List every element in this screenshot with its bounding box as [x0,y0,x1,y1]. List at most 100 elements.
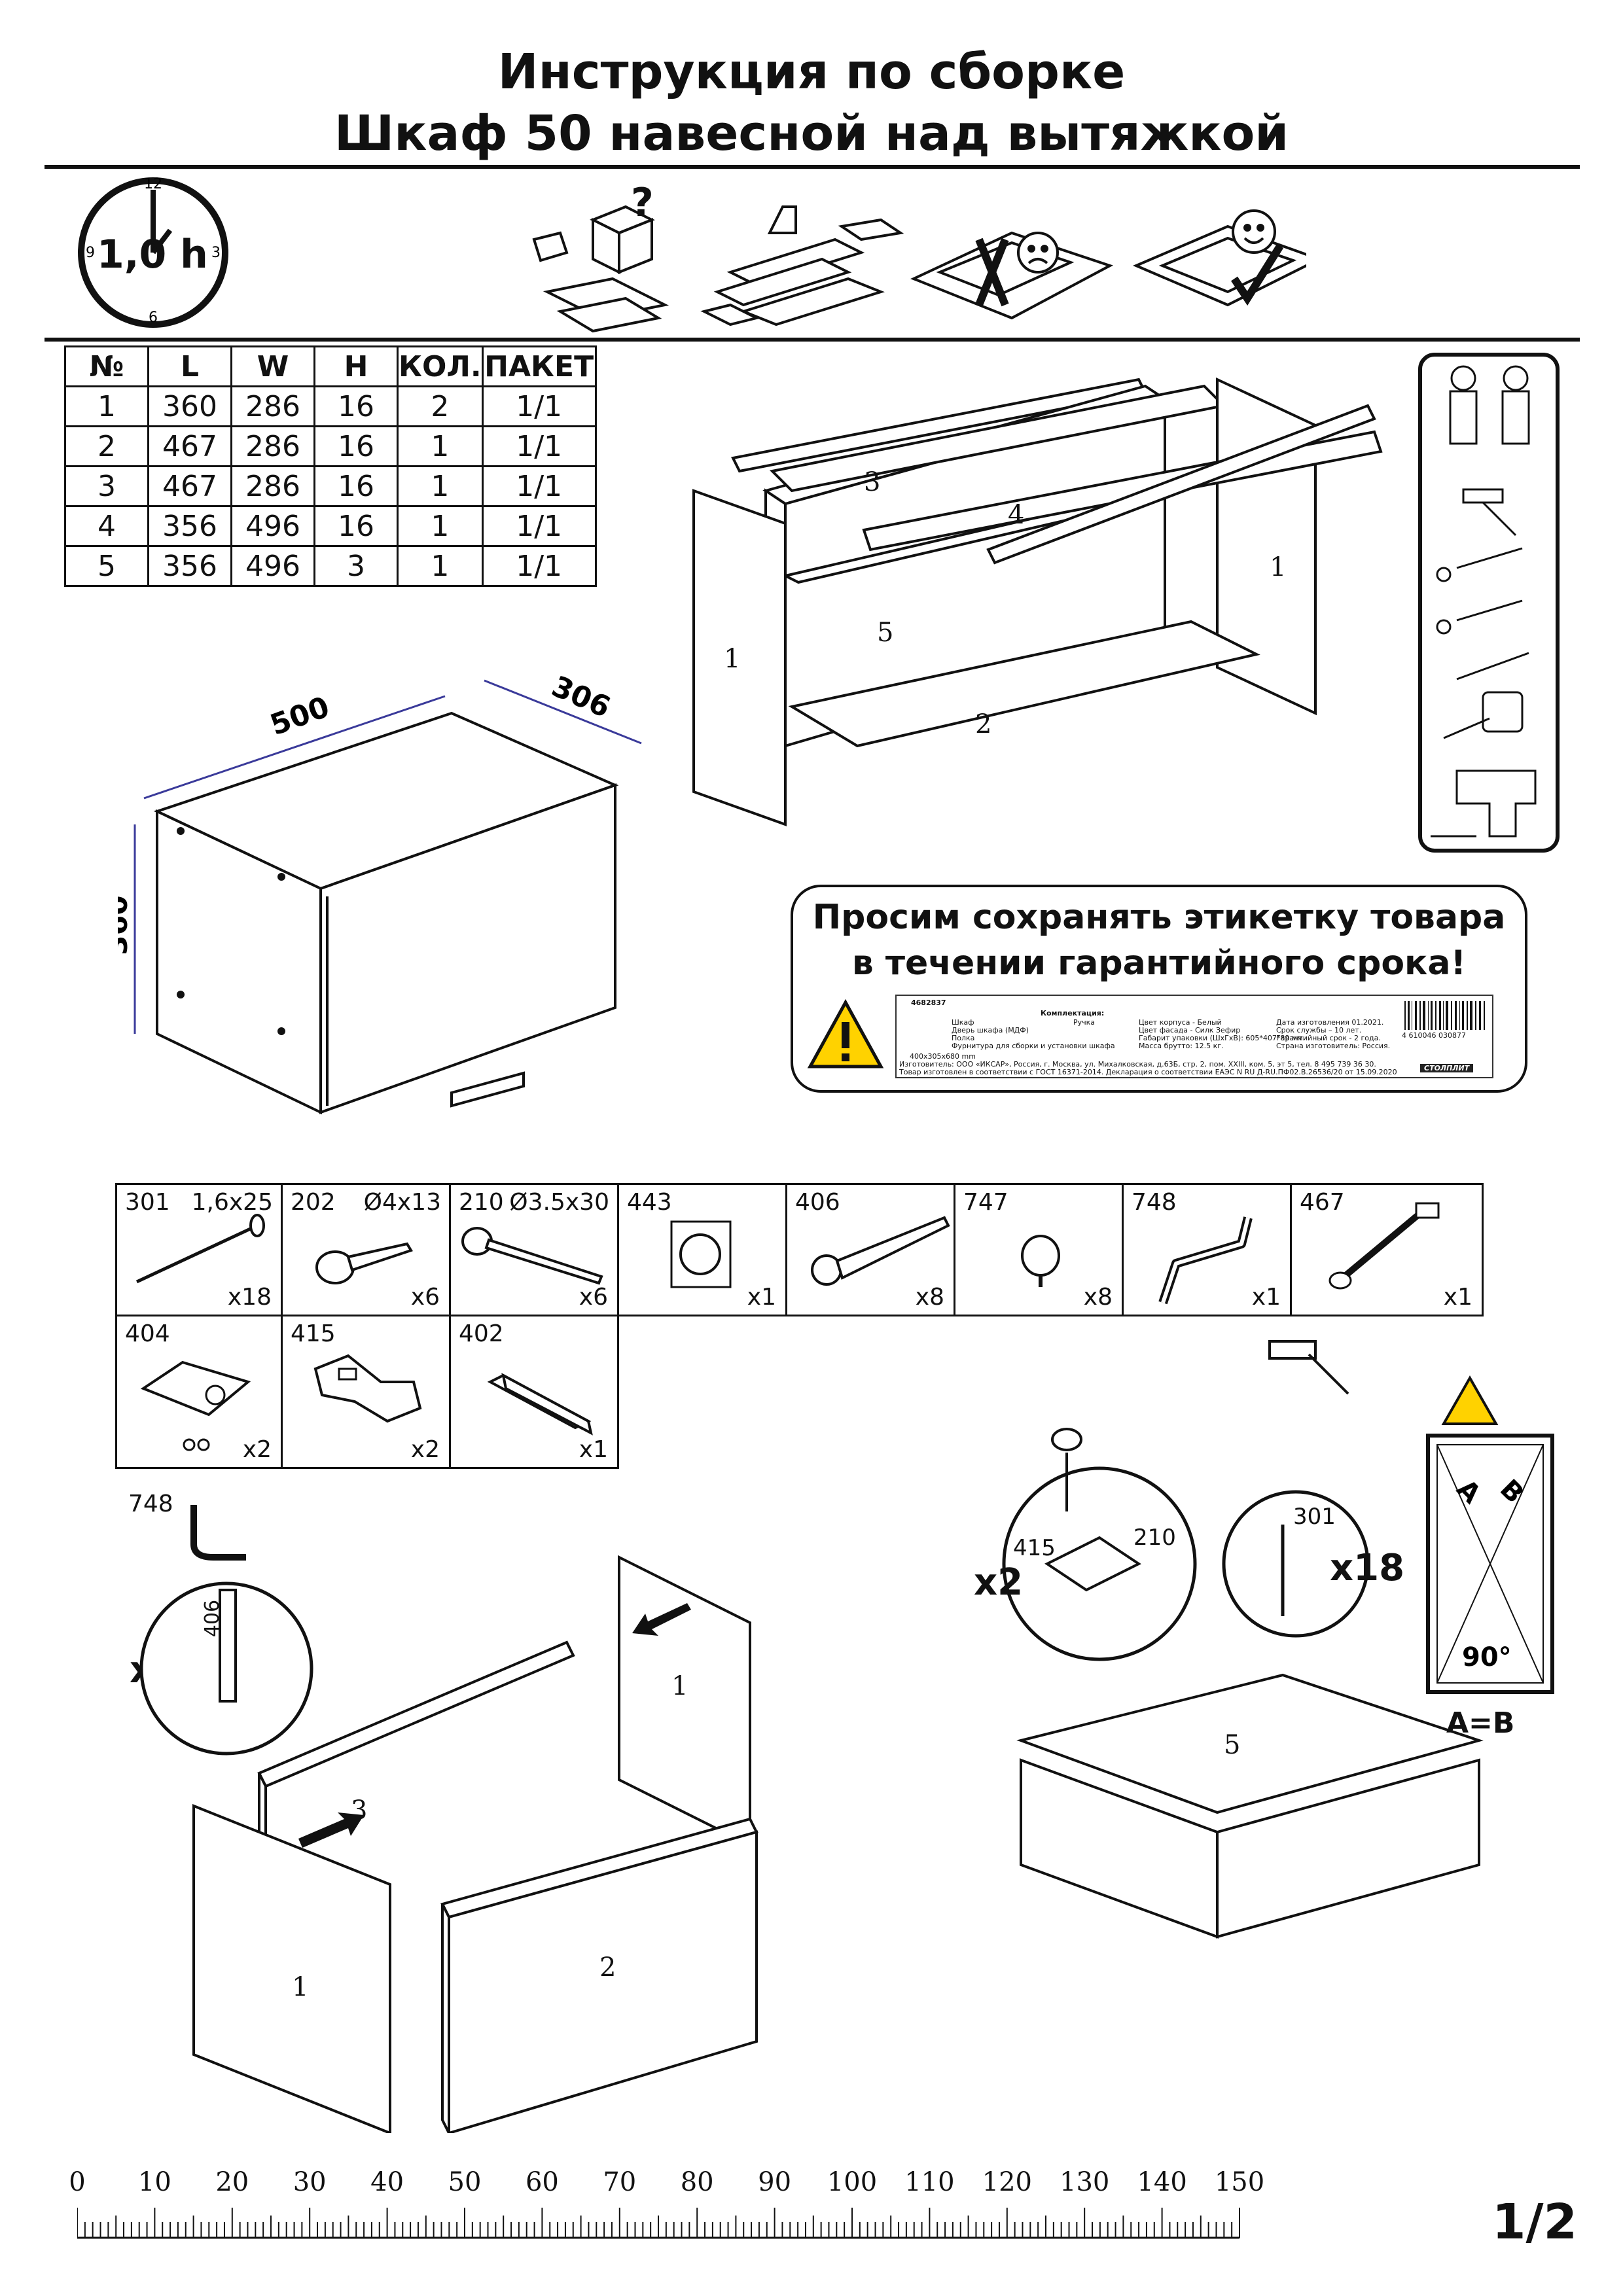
label-kit-handle: Ручка [1073,1018,1096,1027]
fitting-qty: x2 [410,1436,440,1463]
svg-text:?: ? [631,181,654,226]
notice-line-1: Просим сохранять этикетку товара [812,898,1506,937]
fitting-qty: x1 [579,1436,608,1463]
ruler-label: 90 [758,2167,792,2197]
fitting-cell-404: 404 x2 [115,1315,283,1469]
table-cell: 1/1 [481,505,597,547]
fitting-code: 301 [125,1189,170,1216]
exploded-view: 3 4 5 1 1 2 [692,377,1383,826]
table-cell: 16 [313,385,399,427]
step1-diagram: 3 1 1 2 [139,1505,758,2133]
fitting-qty: x2 [242,1436,272,1463]
col-header-l: L [147,345,232,387]
phillips-screwdriver-icon [1436,599,1523,635]
ruler-label: 150 [1214,2167,1265,2197]
table-cell: 5 [64,545,149,587]
flat-screwdriver-icon [1436,547,1523,582]
arrow-icon [632,1603,691,1636]
warranty-notice: Просим сохранять этикетку товара в течен… [791,885,1527,1093]
fitting-qty: x6 [410,1284,440,1311]
label-brand: СТОЛПЛИТ [1420,1064,1474,1072]
table-cell: 16 [313,425,399,467]
fitting-cell-406: 406 x8 [785,1183,955,1316]
fitting-code: 415 [291,1320,336,1347]
fitting-cell-748: 748 x1 [1122,1183,1292,1316]
header-divider-bottom [45,338,1580,342]
fitting-cell-202: 202 Ø4x13 x6 [281,1183,451,1316]
table-cell: 1 [397,545,484,587]
fitting-qty: x1 [747,1284,776,1311]
label-cert: Товар изготовлен в соответствии с ГОСТ 1… [899,1068,1397,1076]
table-cell: 356 [147,505,232,547]
gas-lift-icon [1329,1202,1440,1290]
label-spec-3: Габарит упаковки (ШxГxВ): 605*407*89 мм. [1139,1034,1305,1042]
table-cell: 467 [147,465,232,507]
fitting-code: 210 [459,1189,504,1216]
fitting-spec: Ø4x13 [363,1189,441,1216]
hammer-icon [1268,1340,1349,1395]
tools-panel [1418,353,1560,853]
ruler-label: 100 [827,2167,878,2197]
mounting-plate-icon [1044,1536,1141,1592]
fitting-code: 467 [1300,1189,1345,1216]
fitting-spec: 1,6x25 [191,1189,273,1216]
label-barcode-number: 4 610046 030877 [1402,1031,1466,1040]
fitting-cell-301: 301 1,6x25 x18 [115,1183,283,1316]
label-code: 4682837 [911,998,946,1007]
hinge-icon [140,1360,251,1451]
step2-nail-code: 301 [1293,1504,1336,1530]
fitting-code: 402 [459,1320,504,1347]
table-cell: 286 [230,425,315,467]
step1-label-2: 2 [599,1952,616,1983]
exploded-label-5: 5 [877,618,893,648]
step1-key-code: 748 [128,1491,173,1517]
col-header-w: W [230,345,315,387]
warning-icon [807,998,884,1069]
fitting-code: 748 [1132,1189,1177,1216]
table-cell: 4 [64,505,149,547]
label-date-3: Гарантийный срок - 2 года. [1276,1034,1381,1042]
ruler-label: 20 [215,2167,249,2197]
fitting-code: 747 [963,1189,1008,1216]
square-equality: A=B [1446,1706,1515,1740]
col-header-pack: ПАКЕТ [481,345,597,387]
ruler-label: 120 [982,2167,1032,2197]
dim-height: 360 [118,895,134,955]
clock-mark-12: 12 [144,176,162,192]
dim-depth: 306 [547,669,616,724]
table-cell: 356 [147,545,232,587]
fitting-cell-443: 443 x1 [617,1183,787,1316]
bumper-pad-icon [670,1220,732,1288]
title-line-1: Инструкция по сборке [497,44,1126,100]
ruler-label: 140 [1137,2167,1187,2197]
warning-icon [1441,1375,1499,1425]
table-cell: 360 [147,385,232,427]
table-cell: 1/1 [481,465,597,507]
table-cell: 16 [313,505,399,547]
drill-icon [1431,769,1537,838]
fitting-spec: Ø3.5x30 [509,1189,609,1216]
ruler-label: 50 [448,2167,482,2197]
fitting-qty: x1 [1251,1284,1281,1311]
square-angle: 90° [1462,1642,1512,1672]
ruler-label: 70 [603,2167,637,2197]
step1-label-1a: 1 [671,1671,688,1701]
label-date-4: Страна изготовитель: Россия. [1276,1042,1391,1050]
table-cell: 467 [147,425,232,467]
col-header-qty: КОЛ. [397,345,484,387]
table-cell: 2 [64,425,149,467]
fitting-cell-210: 210 Ø3.5x30 x6 [449,1183,619,1316]
use-soft-mat-icon [1132,209,1306,307]
col-header-h: H [313,345,399,387]
ruler-label: 40 [370,2167,404,2197]
clock-icon: 12 3 6 9 [78,176,228,328]
ruler-label: 10 [137,2167,171,2197]
ruler [77,2208,1240,2239]
fitting-cell-402: 402 x1 [449,1315,619,1469]
two-people-icon [1449,365,1530,445]
hammer-icon [1462,488,1517,537]
table-cell: 2 [397,385,484,427]
label-maker: Изготовитель: ООО «ИКСАР», Россия, г. Мо… [899,1060,1376,1069]
ruler-label: 30 [293,2167,327,2197]
